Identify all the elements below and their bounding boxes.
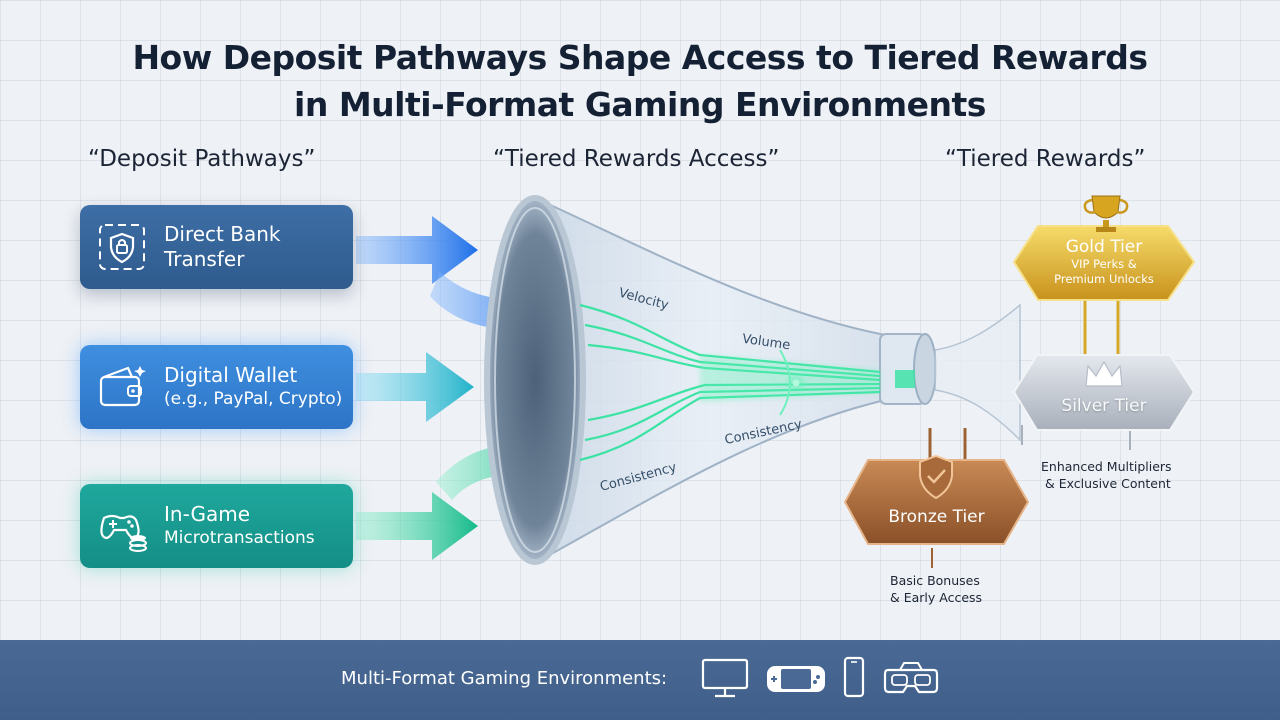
- silver-tier-badge: [1012, 354, 1196, 450]
- monitor-icon: [701, 658, 749, 698]
- footer-label: Multi-Format Gaming Environments:: [341, 668, 668, 689]
- bronze-tier-badge: [843, 428, 1030, 568]
- pathway-subtitle: Transfer: [164, 247, 245, 271]
- silver-tier-description: Enhanced Multipliers & Exclusive Content: [1041, 458, 1172, 492]
- vr-headset-icon: [883, 662, 939, 694]
- gold-tier-sub-2: Premium Unlocks: [1054, 272, 1154, 286]
- funnel: [484, 195, 1021, 565]
- pathway-title: Digital Wallet: [164, 363, 298, 387]
- pathway-card-in-game-microtransactions[interactable]: In-Game Microtransactions: [80, 484, 353, 568]
- arrow-wallet-to-funnel: [356, 352, 474, 422]
- heading-tiered-rewards: “Tiered Rewards”: [945, 146, 1146, 172]
- title-line-2: in Multi-Format Gaming Environments: [294, 85, 986, 124]
- silver-tier-name: Silver Tier: [1061, 396, 1147, 416]
- crown-icon: [1085, 360, 1123, 387]
- diagram-title: How Deposit Pathways Shape Access to Tie…: [0, 34, 1280, 128]
- footer-bar: Multi-Format Gaming Environments:: [0, 640, 1280, 720]
- smartphone-icon: [843, 656, 865, 698]
- gold-tier-name: Gold Tier: [1065, 237, 1143, 257]
- wallet-icon: [99, 366, 146, 407]
- title-line-1: How Deposit Pathways Shape Access to Tie…: [132, 38, 1148, 77]
- bronze-tier-desc-1: Basic Bonuses: [890, 573, 980, 588]
- bronze-tier-description: Basic Bonuses & Early Access: [890, 572, 982, 606]
- silver-tier[interactable]: Silver Tier: [1014, 396, 1194, 416]
- gold-tier[interactable]: Gold Tier VIP Perks & Premium Unlocks: [1014, 237, 1194, 287]
- gamepad-coins-icon: [100, 514, 147, 552]
- pathway-subtitle: Microtransactions: [164, 528, 315, 548]
- bronze-tier[interactable]: Bronze Tier: [845, 507, 1028, 527]
- silver-tier-desc-1: Enhanced Multipliers: [1041, 459, 1172, 474]
- bronze-tier-name: Bronze Tier: [888, 507, 985, 527]
- pathway-card-digital-wallet[interactable]: Digital Wallet (e.g., PayPal, Crypto): [80, 345, 353, 429]
- bronze-tier-desc-2: & Early Access: [890, 590, 983, 605]
- pathway-title: Direct Bank: [164, 222, 281, 246]
- heading-tiered-rewards-access: “Tiered Rewards Access”: [493, 146, 780, 172]
- pathway-title: In-Game: [164, 502, 251, 526]
- gold-tier-badge: [1012, 225, 1196, 355]
- trophy-icon: [1083, 195, 1129, 232]
- shield-check-icon: [919, 454, 953, 500]
- heading-deposit-pathways: “Deposit Pathways”: [88, 146, 316, 172]
- handheld-console-icon: [767, 666, 825, 692]
- silver-tier-desc-2: & Exclusive Content: [1045, 476, 1171, 491]
- pathway-subtitle: (e.g., PayPal, Crypto): [164, 389, 343, 409]
- bank-shield-icon: [99, 224, 145, 270]
- pathway-card-bank-transfer[interactable]: Direct Bank Transfer: [80, 205, 353, 289]
- gold-tier-sub-1: VIP Perks &: [1071, 257, 1137, 271]
